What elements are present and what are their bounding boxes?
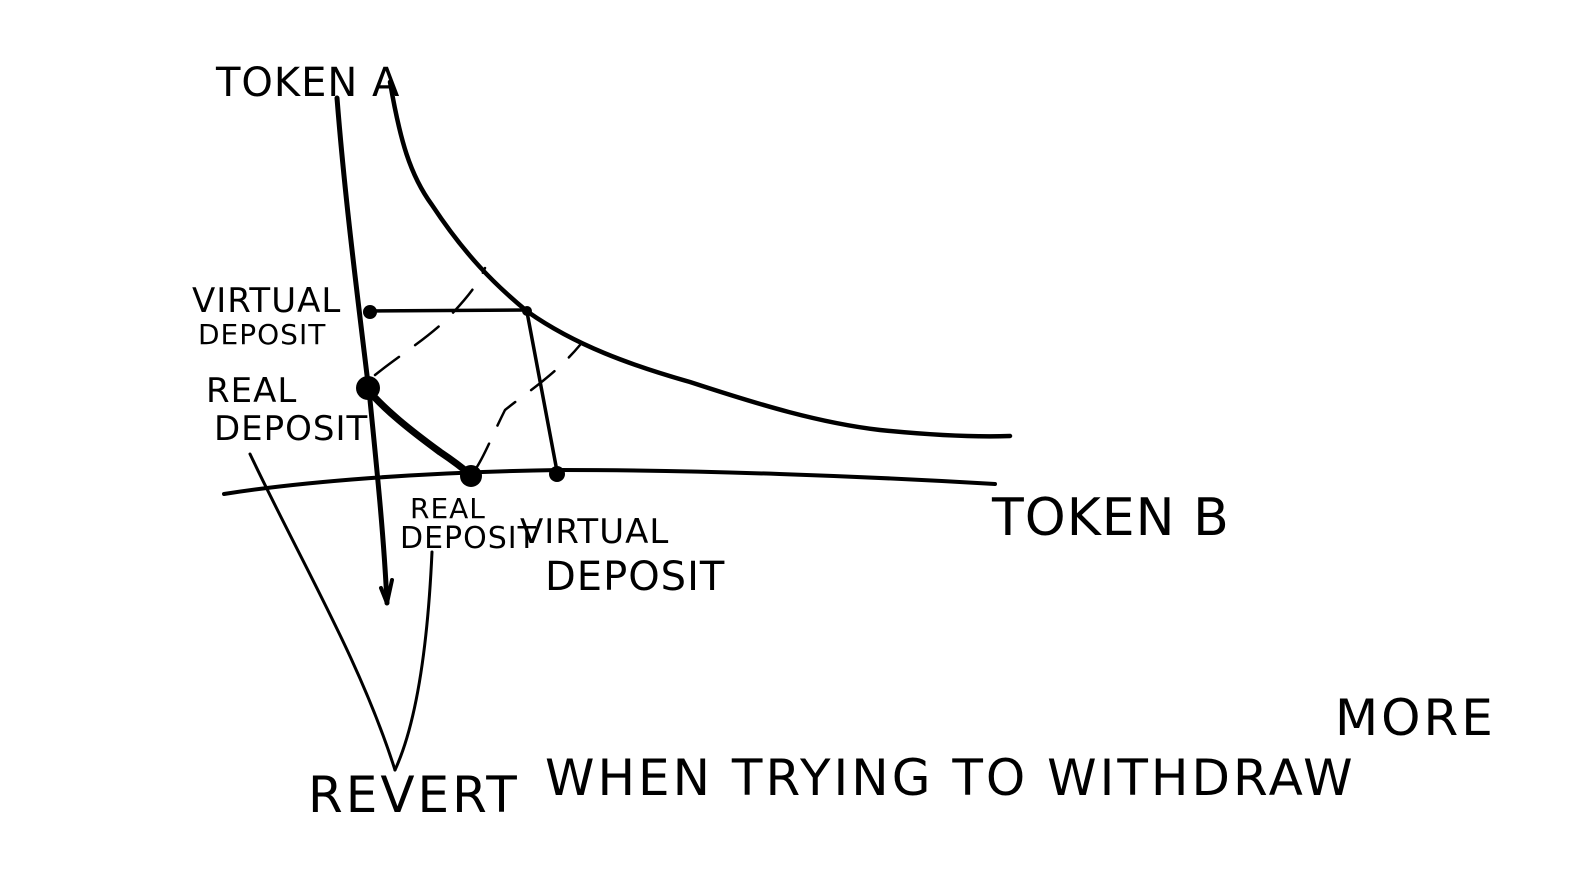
pointer-line-real-deposit-a [248, 452, 397, 772]
real-reserves-dashed-curve-lower [473, 343, 582, 472]
real-deposit-a-label-line2: DEPOSIT [214, 409, 368, 449]
y-axis-line [334, 95, 390, 606]
curve-corner-point [522, 306, 532, 316]
y-axis-arrow-tick [379, 578, 394, 605]
real-deposit-segment [364, 386, 476, 480]
real-deposit-b-label-line1: REAL [410, 492, 486, 525]
real-reserves-dashed-curve [373, 266, 487, 377]
virtual-deposit-a-label-line2: DEPOSIT [198, 318, 326, 351]
x-axis-line [222, 468, 997, 496]
virtual-deposit-a-point [363, 305, 377, 319]
caption-revert: REVERT [308, 766, 520, 824]
virtual-deposit-b-label-line1: VIRTUAL [520, 512, 669, 552]
real-deposit-a-label-line1: REAL [206, 371, 297, 411]
caption-more: MORE [1335, 689, 1496, 747]
virtual-deposit-b-label-line2: DEPOSIT [545, 554, 725, 600]
caption-when-trying-to-withdraw: WHEN TRYING TO WITHDRAW [545, 749, 1356, 807]
virtual-deposit-a-label-line1: VIRTUAL [192, 281, 341, 321]
pointer-line-real-deposit-b [393, 550, 434, 772]
y-axis-label: TOKEN A [215, 60, 400, 106]
virtual-bonding-curve [387, 79, 1013, 439]
virtual-deposit-b-vertical [525, 310, 558, 468]
virtual-deposit-b-point [549, 466, 565, 482]
real-deposit-a-point [356, 376, 380, 400]
virtual-deposit-a-horizontal [368, 308, 529, 313]
x-axis-label: TOKEN B [991, 488, 1230, 548]
real-deposit-b-point [460, 465, 482, 487]
real-deposit-b-label-line2: DEPOSIT [400, 521, 537, 556]
